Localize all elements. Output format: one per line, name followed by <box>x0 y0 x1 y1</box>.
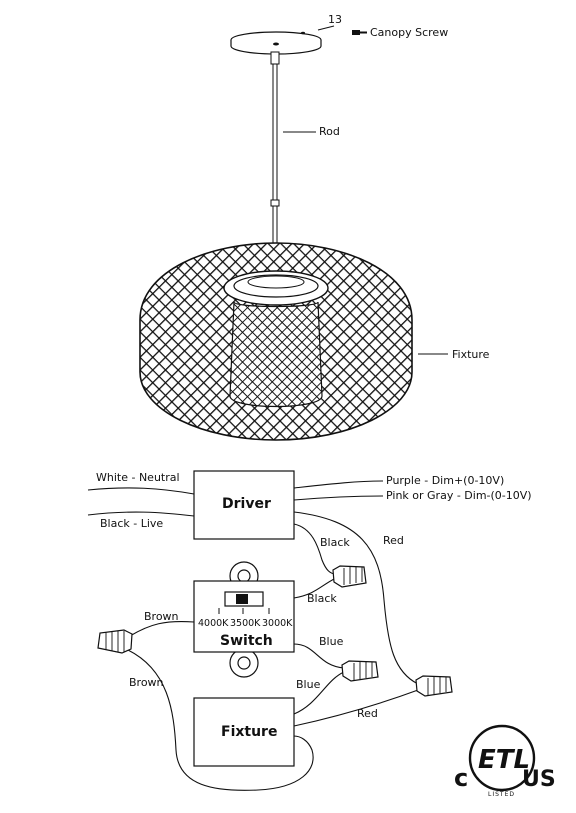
cct-3500-label: 3500K <box>230 618 261 629</box>
wire-black-live <box>87 511 195 517</box>
switch-assembly <box>193 561 295 678</box>
wire-nut-red <box>415 675 453 697</box>
pendant-shade <box>139 242 413 441</box>
wire-nut-brown <box>97 629 133 654</box>
brown-top-label: Brown <box>144 610 179 623</box>
wire-pink-dim <box>293 495 384 501</box>
rod-label: Rod <box>319 125 340 138</box>
pink-gray-dim-label: Pink or Gray - Dim-(0-10V) <box>386 489 532 502</box>
etl-logo-listed: LISTED <box>488 791 515 798</box>
etl-logo-c: c <box>454 764 468 792</box>
wire-brown-switch <box>129 621 195 637</box>
blue-top-label: Blue <box>319 635 344 648</box>
canopy <box>230 31 322 55</box>
black-switch-label: Black <box>307 592 337 605</box>
wire-brown-fixture <box>127 649 314 791</box>
blue-bottom-label: Blue <box>296 678 321 691</box>
fixture-box-label: Fixture <box>221 724 277 740</box>
wire-nut-blue <box>341 660 379 682</box>
white-neutral-label: White - Neutral <box>96 471 180 484</box>
canopy-screw-icon <box>352 30 367 35</box>
wire-red-driver <box>293 511 419 685</box>
red-bottom-label: Red <box>357 707 378 720</box>
wire-blue-fixture <box>293 671 345 715</box>
fixture-label: Fixture <box>452 348 490 361</box>
wire-black-driver <box>293 523 337 575</box>
canopy-screw-label: Canopy Screw <box>370 26 448 39</box>
wire-blue-switch <box>293 643 345 669</box>
part-number-leader <box>317 25 335 31</box>
wire-nut-black <box>332 565 367 588</box>
cct-3000-label: 3000K <box>262 618 293 629</box>
wire-white-neutral <box>87 487 195 495</box>
black-driver-label: Black <box>320 536 350 549</box>
red-top-label: Red <box>383 534 404 547</box>
driver-label: Driver <box>222 496 271 512</box>
etl-logo-us: US <box>522 767 556 792</box>
wire-red-fixture <box>293 689 419 727</box>
wire-purple-dim <box>293 480 384 489</box>
fixture-box <box>193 697 295 767</box>
black-live-label: Black - Live <box>100 517 163 530</box>
switch-label: Switch <box>220 633 273 649</box>
etl-logo-text: ETL <box>478 745 530 775</box>
wire-black-switch <box>293 577 337 599</box>
cct-4000-label: 4000K <box>198 618 229 629</box>
part-number: 13 <box>328 13 342 26</box>
driver-box <box>193 470 295 540</box>
etl-listed-logo: c ETL US LISTED <box>454 724 556 798</box>
purple-dim-label: Purple - Dim+(0-10V) <box>386 474 504 487</box>
brown-bottom-label: Brown <box>129 676 164 689</box>
